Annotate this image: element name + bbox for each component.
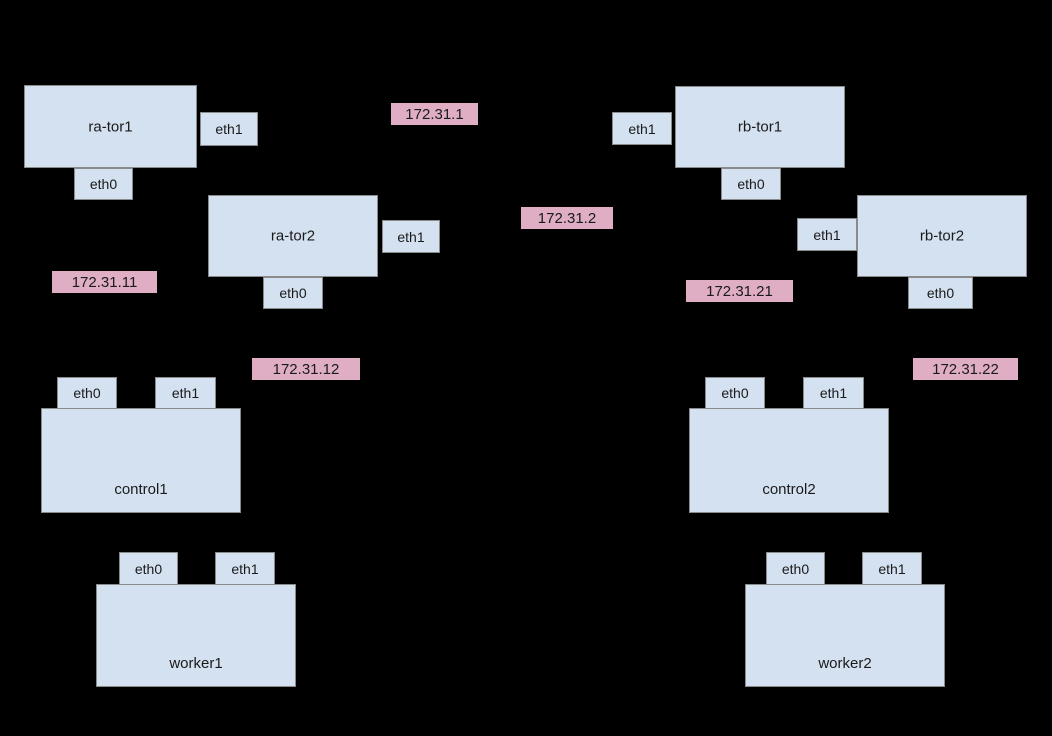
interface-rb-tor1-eth1[interactable]: eth1	[612, 112, 672, 145]
node-label: rb-tor2	[919, 227, 965, 245]
interface-control2-eth1[interactable]: eth1	[803, 377, 864, 409]
interface-worker1-eth0[interactable]: eth0	[119, 552, 178, 585]
node-worker1[interactable]: worker1	[96, 584, 296, 687]
node-control2[interactable]: control2	[689, 408, 889, 513]
network-label-172-31-2: 172.31.2	[521, 207, 613, 229]
node-rb-tor1[interactable]: rb-tor1	[675, 86, 845, 168]
node-worker2[interactable]: worker2	[745, 584, 945, 687]
interface-rb-tor1-eth0[interactable]: eth0	[721, 168, 781, 200]
interface-ra-tor1-eth0[interactable]: eth0	[74, 168, 133, 200]
interface-worker2-eth1[interactable]: eth1	[862, 552, 922, 585]
node-label: rb-tor1	[737, 118, 783, 136]
network-label-172-31-12: 172.31.12	[252, 358, 360, 380]
node-label: ra-tor1	[88, 118, 133, 135]
interface-worker1-eth1[interactable]: eth1	[215, 552, 275, 585]
node-label: worker2	[818, 655, 872, 672]
node-rb-tor2[interactable]: rb-tor2	[857, 195, 1027, 277]
node-label: control1	[114, 481, 168, 498]
interface-control1-eth1[interactable]: eth1	[155, 377, 216, 409]
network-label-172-31-22: 172.31.22	[913, 358, 1018, 380]
interface-ra-tor2-eth1[interactable]: eth1	[382, 220, 440, 253]
interface-ra-tor2-eth0[interactable]: eth0	[263, 277, 323, 309]
interface-rb-tor2-eth0[interactable]: eth0	[908, 277, 973, 309]
node-label: worker1	[169, 655, 223, 672]
interface-worker2-eth0[interactable]: eth0	[766, 552, 825, 585]
interface-rb-tor2-eth1[interactable]: eth1	[797, 218, 857, 251]
node-label: ra-tor2	[270, 227, 316, 245]
node-ra-tor1[interactable]: ra-tor1	[24, 85, 197, 168]
network-label-172-31-1: 172.31.1	[391, 103, 478, 125]
node-ra-tor2[interactable]: ra-tor2	[208, 195, 378, 277]
network-label-172-31-11: 172.31.11	[52, 271, 157, 293]
interface-control1-eth0[interactable]: eth0	[57, 377, 117, 409]
node-label: control2	[762, 481, 816, 498]
interface-ra-tor1-eth1[interactable]: eth1	[200, 112, 258, 146]
network-label-172-31-21: 172.31.21	[686, 280, 793, 302]
node-control1[interactable]: control1	[41, 408, 241, 513]
interface-control2-eth0[interactable]: eth0	[705, 377, 765, 409]
